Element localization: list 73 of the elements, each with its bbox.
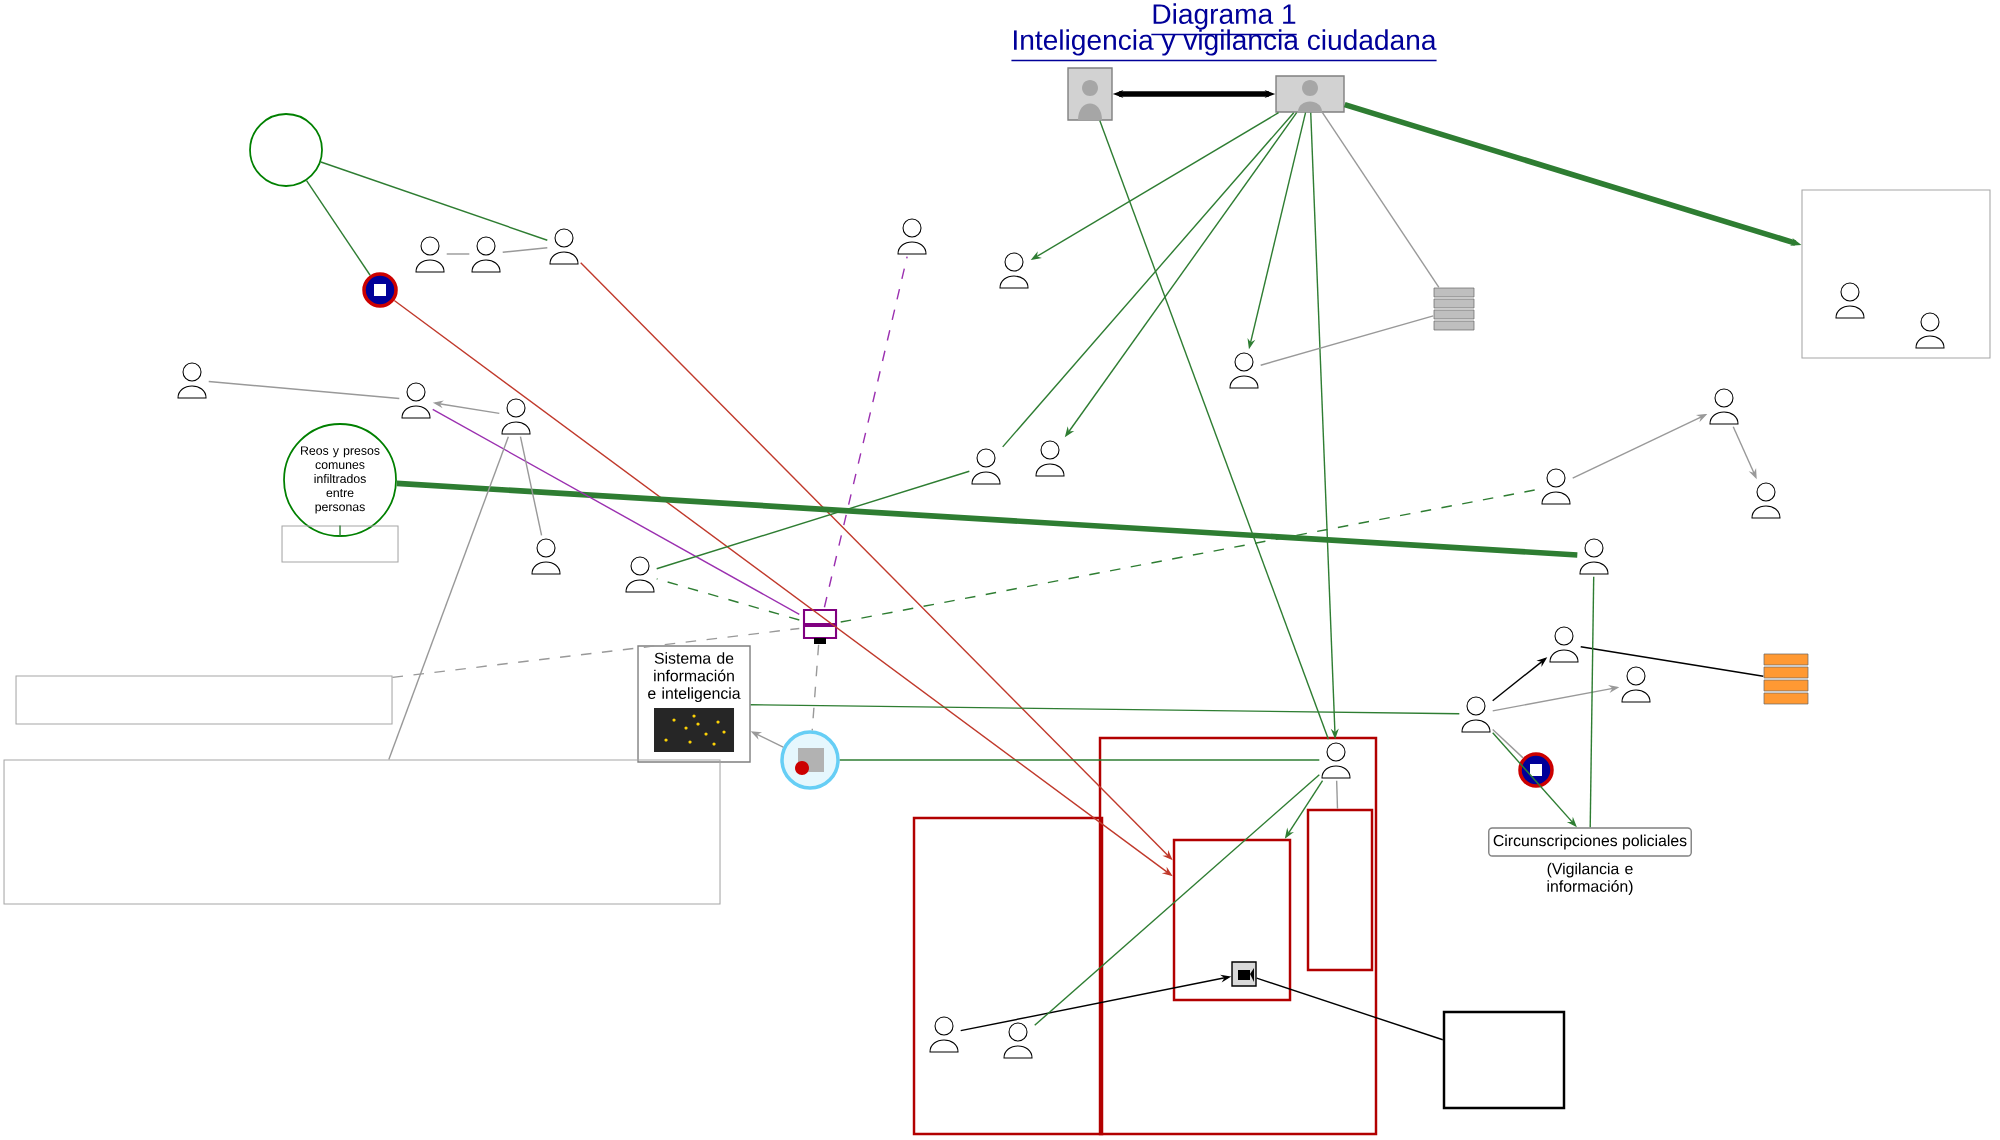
group-frame [1172, 838, 1292, 1002]
group-frame [281, 525, 399, 563]
connector [208, 380, 401, 400]
person-icon [1915, 312, 1945, 349]
person-icon [1321, 742, 1351, 779]
connector [656, 470, 970, 570]
person-icon [1035, 440, 1065, 477]
person-icon [471, 236, 501, 273]
photo-silhouette [1067, 67, 1113, 121]
database-icon [780, 730, 840, 790]
person-icon [625, 556, 655, 593]
group-frame [1306, 808, 1374, 972]
group-frame [1442, 1010, 1566, 1110]
connector [1002, 112, 1295, 448]
person-icon [549, 228, 579, 265]
person-icon [177, 362, 207, 399]
group-frame [1801, 189, 1991, 359]
sign-icon [1518, 752, 1554, 788]
connector [519, 436, 543, 536]
person-icon [1709, 388, 1739, 425]
server-icon [1433, 287, 1475, 331]
connector [1321, 112, 1440, 288]
photo-silhouette [1275, 75, 1345, 113]
connector [1260, 315, 1434, 366]
subtitle: Inteligencia y vigilancia ciudadana [1010, 29, 1438, 62]
group-circle [249, 113, 323, 187]
connector [811, 644, 820, 732]
connector [396, 480, 1578, 558]
connector [750, 704, 1460, 715]
person-icon [1229, 352, 1259, 389]
connector [1099, 120, 1330, 740]
person-icon [1461, 696, 1491, 733]
person-icon [1003, 1022, 1033, 1059]
person-icon [897, 218, 927, 255]
person-icon [999, 252, 1029, 289]
group-frame [15, 675, 393, 725]
person-icon [401, 382, 431, 419]
group-frame [912, 816, 1104, 1136]
person-icon [929, 1016, 959, 1053]
person-icon [1751, 482, 1781, 519]
server-icon [1763, 653, 1809, 705]
connector [656, 578, 800, 621]
connector [339, 524, 341, 538]
camera-icon [1231, 961, 1257, 987]
connector [320, 161, 548, 241]
person-icon [1579, 538, 1609, 575]
sign-icon [362, 272, 398, 308]
group-frame [1098, 736, 1378, 1136]
person-icon [415, 236, 445, 273]
connector [1492, 728, 1524, 759]
connector [1256, 977, 1444, 1041]
connector [1580, 646, 1764, 677]
connector [840, 488, 1540, 623]
connector [305, 179, 371, 276]
person-icon [1621, 666, 1651, 703]
person-icon [531, 538, 561, 575]
person-icon [1549, 626, 1579, 663]
connector [1034, 774, 1320, 1026]
connector [1335, 780, 1339, 810]
connector [839, 759, 1320, 761]
person-icon [1541, 468, 1571, 505]
connector [1589, 576, 1595, 828]
person-icon [971, 448, 1001, 485]
person-icon [1835, 282, 1865, 319]
connector [388, 436, 510, 761]
connector [502, 247, 548, 253]
connector [823, 256, 908, 608]
monitor-icon [802, 608, 838, 644]
person-icon [501, 398, 531, 435]
connector [391, 627, 800, 679]
group-frame [3, 759, 721, 905]
connector [432, 408, 800, 616]
connector [446, 253, 471, 255]
